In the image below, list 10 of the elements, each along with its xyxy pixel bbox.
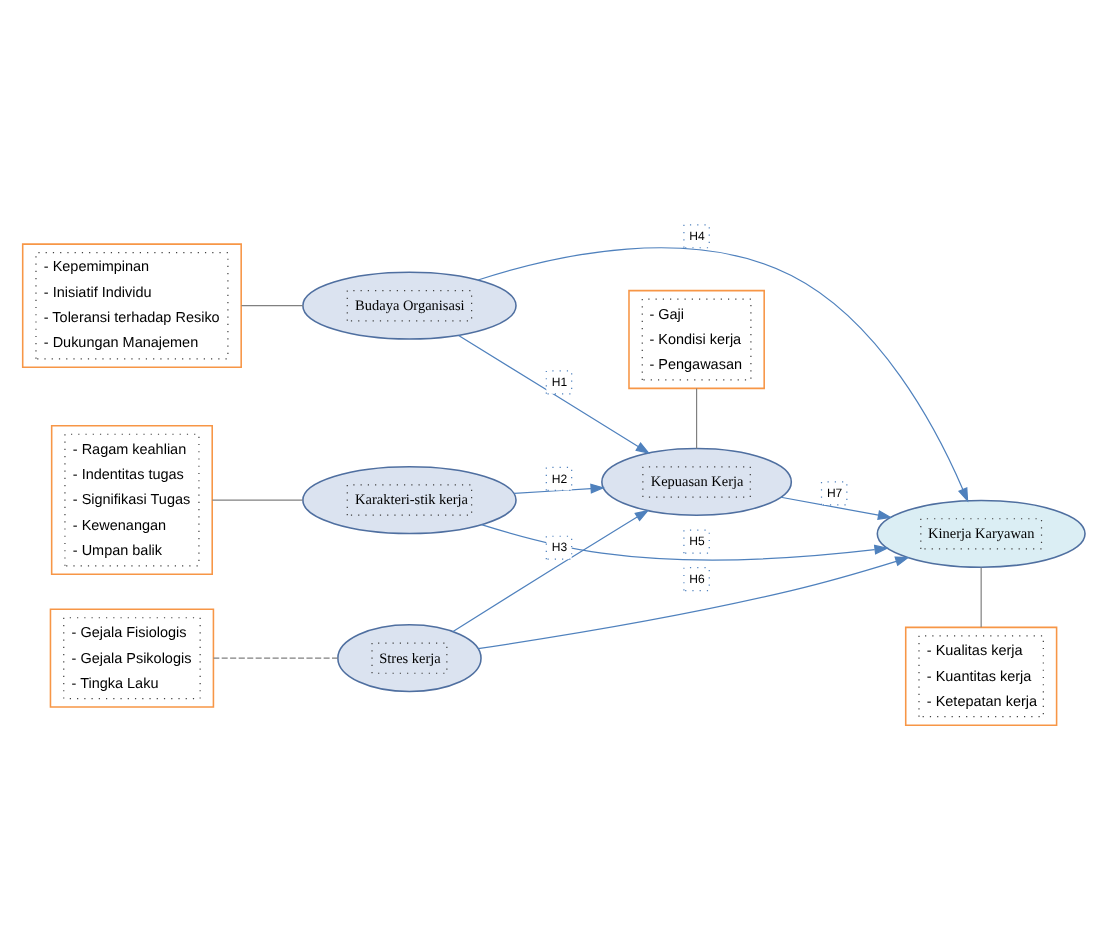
arrow — [513, 483, 605, 495]
arrow — [780, 496, 893, 521]
connector — [240, 305, 304, 307]
arrow — [477, 556, 910, 650]
connector — [696, 387, 698, 450]
arrow — [452, 509, 650, 633]
connector — [980, 566, 982, 628]
connector — [212, 657, 339, 659]
connector — [211, 499, 304, 501]
arrow — [458, 334, 651, 454]
